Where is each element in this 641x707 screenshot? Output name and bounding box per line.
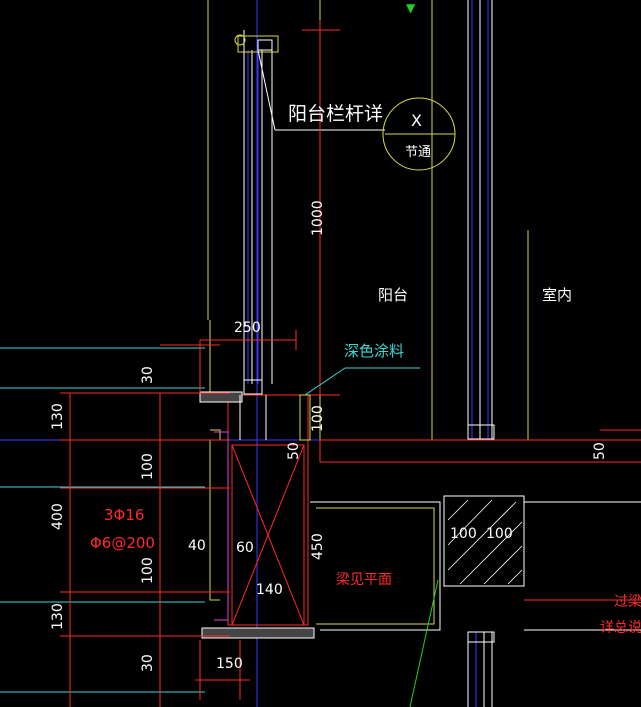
dim-140: 140 [256,582,283,598]
balcony-label: 阳台 [378,286,408,304]
node-ref-label: 节通 [405,145,431,160]
dim-250: 250 [234,320,261,336]
cyan-leaders [0,347,420,693]
dim-100-b: 100 [140,557,156,584]
lintel-label: 过梁 [614,594,641,610]
dim-100-lintel-right: 100 [486,526,513,542]
lintel-hatch [447,499,523,585]
north-arrow-icon: ▼ [406,1,416,15]
rebar-main-label: 3Φ16 [104,506,144,524]
dim-100-lintel-left: 100 [450,526,477,542]
dim-100-c: 100 [310,405,326,432]
dim-450: 450 [310,533,326,560]
floor-slab [319,429,641,463]
section-mark-label: X [411,111,422,130]
left-dimensions [60,330,297,707]
see-detail-label: 详总说明 [600,620,641,636]
dim-50-a: 50 [286,442,302,460]
dim-30-top: 30 [140,366,156,384]
window-frame-right [467,0,495,707]
dim-100-a: 100 [140,453,156,480]
dim-130-top: 130 [50,403,66,430]
dim-railing-height: 1000 [310,200,326,236]
railing-detail-label: 阳台栏杆详 [288,103,383,125]
dark-coating-label: 深色涂料 [344,342,404,360]
dim-60: 60 [236,540,254,556]
dim-400: 400 [50,503,66,530]
lower-beam [310,495,641,631]
dim-50-right: 50 [592,442,608,460]
dim-130-bot: 130 [50,603,66,630]
railing-post [234,30,279,395]
stirrup-label: Φ6@200 [90,534,155,552]
dim-150: 150 [216,656,243,672]
dim-40: 40 [188,538,206,554]
green-guide [409,579,439,707]
beam-level-label: 梁见平面 [336,572,392,588]
indoor-label: 室内 [542,286,572,304]
edge-beam [199,391,315,639]
dim-30-bot: 30 [140,654,156,672]
